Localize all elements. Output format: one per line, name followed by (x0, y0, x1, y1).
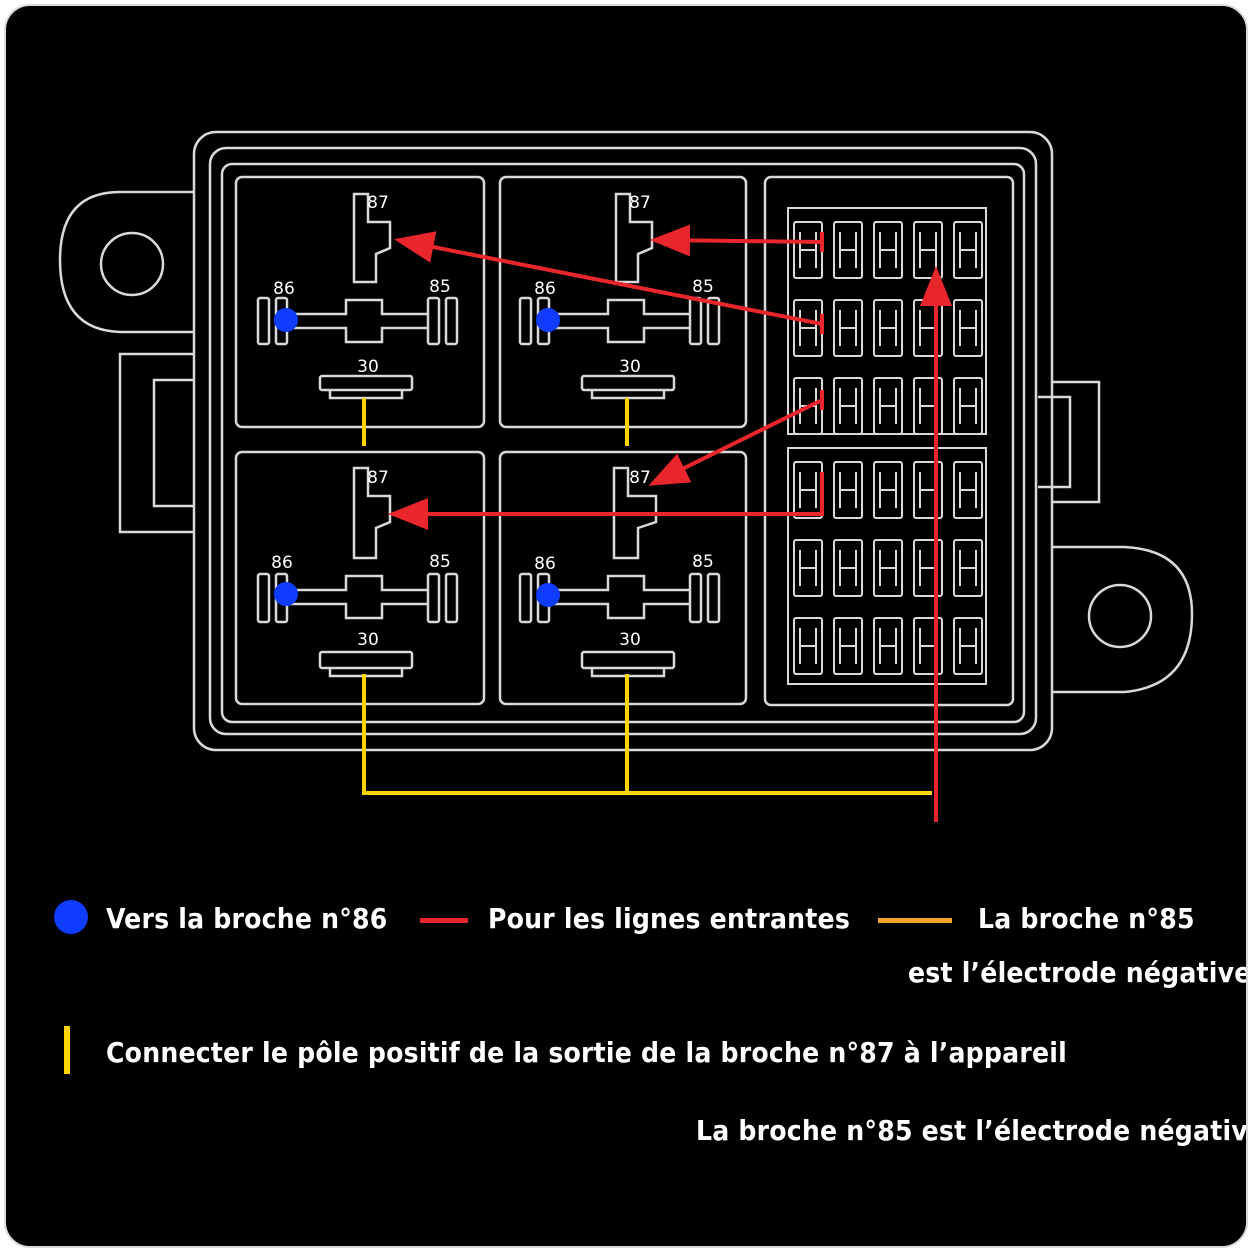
fuse-terminal (839, 310, 857, 346)
fuse-slot (953, 539, 983, 597)
legend-pin85-text-line1: La broche n°85 (978, 902, 1195, 935)
relay-2-pin85-label: 85 (692, 277, 714, 297)
fuse-terminal (879, 232, 897, 268)
fuse-slot (913, 539, 943, 597)
yellow-wires (362, 398, 932, 795)
relay-socket-1: 87 86 85 30 (234, 175, 486, 429)
fuse-slot (913, 377, 943, 435)
legend-incoming-lines-text: Pour les lignes entrantes (488, 902, 851, 935)
relay-1-pin86-marker (274, 308, 298, 332)
fuse-terminal (959, 232, 977, 268)
fuse-terminal (799, 310, 817, 346)
fuse-terminal (879, 472, 897, 508)
relay-4-pin86-marker (536, 583, 560, 607)
relay-3-pin86-label: 86 (271, 553, 293, 573)
fuse-slot (953, 221, 983, 279)
fuse-terminal (799, 232, 817, 268)
relay-4-pin86-label: 86 (534, 554, 556, 574)
fuse-terminal (839, 472, 857, 508)
fuse-slot (873, 299, 903, 357)
fuse-slot (833, 461, 863, 519)
fuse-slot (873, 617, 903, 675)
fuse-slot (873, 377, 903, 435)
fuse-terminal (959, 550, 977, 586)
legend-orange-line-icon (878, 918, 952, 923)
relay-1-pin87-label: 87 (367, 193, 389, 213)
fuse-terminal (839, 388, 857, 424)
relay-1-pin86-label: 86 (273, 279, 295, 299)
fuse-slot (833, 299, 863, 357)
fuse-terminal (919, 388, 937, 424)
fuse-terminal (959, 628, 977, 664)
relay-4-pin30-label: 30 (619, 630, 641, 650)
relay-socket-3: 87 86 85 30 (234, 450, 486, 706)
fuse-terminal (959, 388, 977, 424)
fuse-terminal (919, 628, 937, 664)
relay-1-pin30-label: 30 (357, 357, 379, 377)
fuse-slot (873, 221, 903, 279)
fuse-slot (913, 461, 943, 519)
relay-2-pin86-marker (536, 308, 560, 332)
fuse-slot (873, 461, 903, 519)
fuse-slot (833, 377, 863, 435)
fuse-slot (793, 617, 823, 675)
fuse-terminal (879, 310, 897, 346)
relay-4-pin87-label: 87 (629, 468, 651, 488)
footer-note: La broche n°85 est l’électrode négative (696, 1114, 1248, 1147)
relay-box-housing (58, 130, 1194, 752)
fuse-slot (833, 221, 863, 279)
fuse-block (763, 175, 1015, 707)
relay-2-pin87-label: 87 (629, 193, 651, 213)
fuse-terminal (879, 628, 897, 664)
fuse-slot (953, 461, 983, 519)
fuse-slot (873, 539, 903, 597)
fuse-slot (833, 539, 863, 597)
relay-1-pin85-label: 85 (429, 277, 451, 297)
relay-box-diagram: 87 86 85 30 87 86 85 30 (58, 130, 1194, 822)
fuse-terminal (839, 628, 857, 664)
fuse-terminal (919, 472, 937, 508)
fuse-slot (953, 377, 983, 435)
fuse-terminal (799, 628, 817, 664)
legend-red-line-icon (420, 918, 468, 923)
legend-pin85-text-line2: est l’électrode négative (908, 956, 1248, 989)
fuse-slot (913, 617, 943, 675)
fuse-terminal (799, 472, 817, 508)
relay-socket-4: 87 86 85 30 (498, 450, 748, 706)
fuse-terminal (919, 550, 937, 586)
fuse-terminal (879, 550, 897, 586)
fuse-terminal (839, 550, 857, 586)
fuse-terminal (919, 310, 937, 346)
legend-pin86-text: Vers la broche n°86 (106, 902, 388, 935)
relay-2-pin86-label: 86 (534, 279, 556, 299)
fuse-terminal (959, 310, 977, 346)
relay-3-pin30-label: 30 (357, 630, 379, 650)
legend-blue-dot-icon (54, 900, 88, 934)
fuse-terminal (839, 232, 857, 268)
diagram-frame: 87 86 85 30 87 86 85 30 (4, 4, 1248, 1248)
fuse-terminal (959, 472, 977, 508)
fuse-terminal (799, 550, 817, 586)
fuse-terminal (919, 232, 937, 268)
relay-3-pin85-label: 85 (429, 552, 451, 572)
fuse-slots (793, 221, 983, 675)
relay-3-pin86-marker (274, 582, 298, 606)
relay-4-pin85-label: 85 (692, 552, 714, 572)
fuse-slot (953, 617, 983, 675)
fuse-slot (953, 299, 983, 357)
fuse-slot (833, 617, 863, 675)
fuse-slot (793, 539, 823, 597)
fuse-terminal (879, 388, 897, 424)
relay-3-pin87-label: 87 (367, 468, 389, 488)
red-wires (388, 224, 952, 822)
legend-pin87-connect-text: Connecter le pôle positif de la sortie d… (106, 1036, 1067, 1069)
relay-2-pin30-label: 30 (619, 357, 641, 377)
legend-yellow-bar-icon (64, 1026, 70, 1074)
